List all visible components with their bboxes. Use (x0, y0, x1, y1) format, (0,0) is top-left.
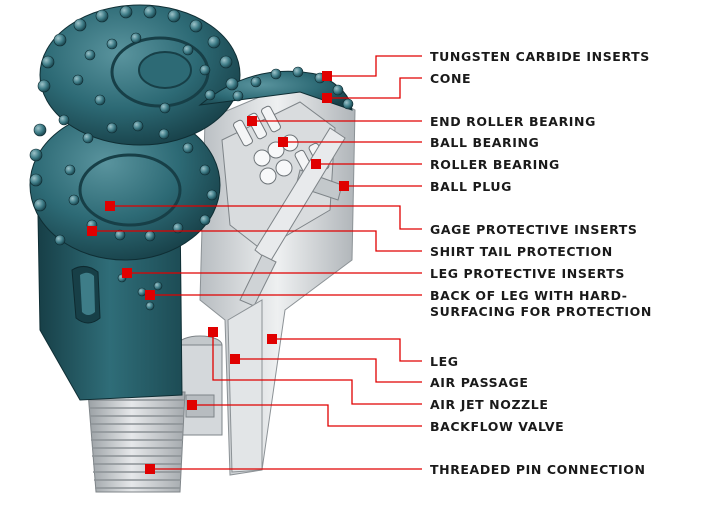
label-tungsten-carbide-inserts: TUNGSTEN CARBIDE INSERTS (430, 49, 650, 64)
carbide-inserts (29, 5, 354, 311)
threaded-pin (87, 391, 186, 493)
marker-leg-protective-inserts (122, 268, 132, 278)
label-gage-protective-inserts: GAGE PROTECTIVE INSERTS (430, 222, 638, 237)
marker-ball-bearing (278, 137, 288, 147)
label-air-passage: AIR PASSAGE (430, 375, 529, 390)
leader-air-jet-nozzle (212, 332, 422, 405)
leader-tungsten-carbide-inserts (327, 55, 422, 77)
leader-leg (272, 338, 422, 362)
label-air-jet-nozzle: AIR JET NOZZLE (430, 397, 549, 412)
label-ball-plug: BALL PLUG (430, 179, 512, 194)
roller-cones (29, 4, 353, 261)
marker-cone (322, 93, 332, 103)
label-back-of-leg-line2: SURFACING FOR PROTECTION (430, 304, 652, 319)
marker-gage-protective-inserts (105, 201, 115, 211)
marker-backflow-valve (187, 400, 197, 410)
marker-ball-plug (339, 181, 349, 191)
marker-leg (267, 334, 277, 344)
leader-lines (92, 55, 422, 470)
leader-backflow-valve (192, 404, 422, 427)
label-backflow-valve: BACKFLOW VALVE (430, 419, 565, 434)
label-markers (87, 71, 349, 474)
marker-threaded-pin-connection (145, 464, 155, 474)
label-ball-bearing: BALL BEARING (430, 135, 540, 150)
leader-cone (327, 77, 422, 99)
marker-roller-bearing (311, 159, 321, 169)
label-leg: LEG (430, 354, 459, 369)
marker-air-passage (230, 354, 240, 364)
label-back-of-leg-line1: BACK OF LEG WITH HARD- (430, 288, 628, 303)
cutaway-body (177, 79, 356, 476)
marker-air-jet-nozzle (208, 327, 218, 337)
leader-shirt-tail-protection (92, 230, 422, 252)
leader-gage-protective-inserts (110, 205, 422, 230)
label-threaded-pin-connection: THREADED PIN CONNECTION (430, 462, 646, 477)
label-end-roller-bearing: END ROLLER BEARING (430, 114, 596, 129)
marker-tungsten-carbide-inserts (322, 71, 332, 81)
label-cone: CONE (430, 71, 472, 86)
marker-shirt-tail-protection (87, 226, 97, 236)
leader-air-passage (235, 358, 422, 383)
label-shirt-tail-protection: SHIRT TAIL PROTECTION (430, 244, 613, 259)
marker-end-roller-bearing (247, 116, 257, 126)
label-leg-protective-inserts: LEG PROTECTIVE INSERTS (430, 266, 625, 281)
marker-back-of-leg (145, 290, 155, 300)
label-roller-bearing: ROLLER BEARING (430, 157, 560, 172)
